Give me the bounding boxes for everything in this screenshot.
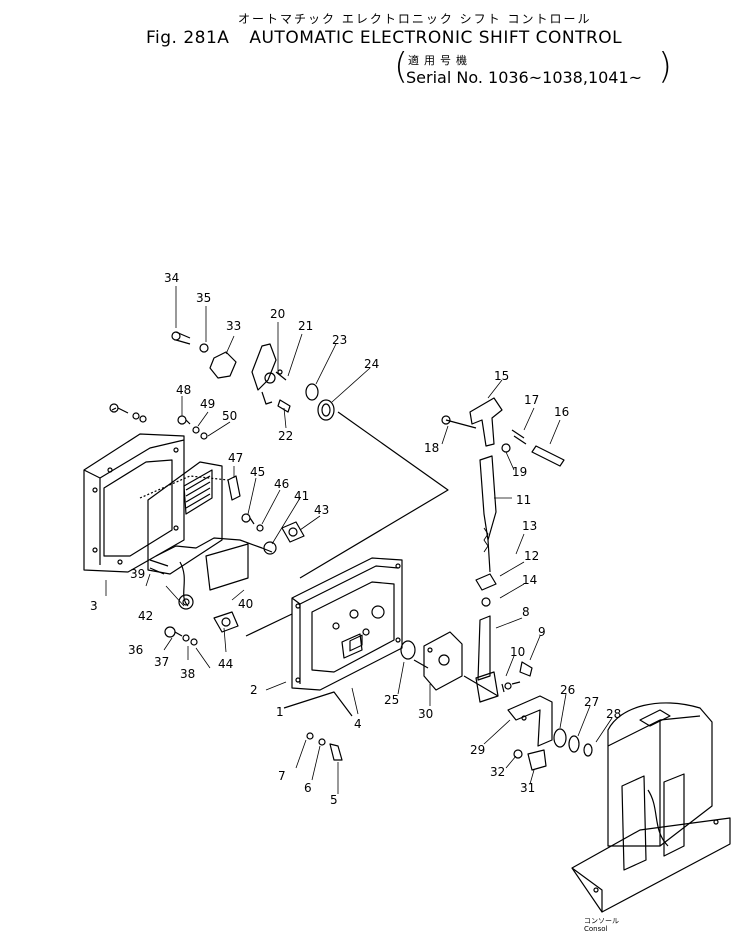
part-rear-housing [83, 403, 185, 573]
serial-japanese: 適用号機 [408, 54, 472, 67]
callout-43: 43 [314, 503, 329, 517]
callout-46: 46 [274, 477, 289, 491]
callout-25: 25 [384, 693, 399, 707]
part-screws-upper [177, 415, 264, 532]
diagram-header: オートマチック エレクトロニック シフト コントロール Fig. 281A AU… [0, 0, 738, 100]
callout-13: 13 [522, 519, 537, 533]
callout-20: 20 [270, 307, 285, 321]
leader-panel [245, 613, 293, 637]
leader-part-4 [283, 691, 353, 717]
callout-22: 22 [278, 429, 293, 443]
callout-33: 33 [226, 319, 241, 333]
part-knob [171, 331, 237, 379]
figure-number: Fig. 281A [146, 28, 230, 48]
callout-18: 18 [424, 441, 439, 455]
callout-14: 14 [522, 573, 537, 587]
callout-26: 26 [560, 683, 575, 697]
callout-24: 24 [364, 357, 379, 371]
callout-35: 35 [196, 291, 211, 305]
part-screws-bottom [306, 732, 343, 761]
callout-5: 5 [330, 793, 338, 807]
part-controller-board [139, 461, 277, 610]
callout-17: 17 [524, 393, 539, 407]
callout-9: 9 [538, 625, 546, 639]
callout-34: 34 [164, 271, 179, 285]
callout-10: 10 [510, 645, 525, 659]
callout-16: 16 [554, 405, 569, 419]
callout-27: 27 [584, 695, 599, 709]
figure-title: Fig. 281A AUTOMATIC ELECTRONIC SHIFT CON… [146, 28, 622, 48]
part-seal [400, 640, 416, 660]
callout-31: 31 [520, 781, 535, 795]
callout-19: 19 [512, 465, 527, 479]
part-mount-bracket [423, 631, 553, 747]
callout-8: 8 [522, 605, 530, 619]
callout-4: 4 [354, 717, 362, 731]
callout-23: 23 [332, 333, 347, 347]
callout-41: 41 [294, 489, 309, 503]
callout-2: 2 [250, 683, 258, 697]
callout-47: 47 [228, 451, 243, 465]
callout-49: 49 [200, 397, 215, 411]
callout-32: 32 [490, 765, 505, 779]
callout-28: 28 [606, 707, 621, 721]
part-washers-right [513, 728, 593, 771]
callout-numbers: 1234567891011121314151617181920212223242… [90, 271, 621, 807]
part-gaskets [213, 521, 305, 633]
part-lever-assembly [251, 343, 335, 421]
callout-21: 21 [298, 319, 313, 333]
part-main-panel [291, 557, 403, 691]
callout-30: 30 [418, 707, 433, 721]
callout-44: 44 [218, 657, 233, 671]
console-label: Consol [584, 925, 608, 933]
callout-1: 1 [276, 705, 284, 719]
callout-36: 36 [128, 643, 143, 657]
callout-6: 6 [304, 781, 312, 795]
paren-left: ( [394, 46, 409, 87]
figure-name: AUTOMATIC ELECTRONIC SHIFT CONTROL [249, 28, 623, 48]
callout-3: 3 [90, 599, 98, 613]
callout-45: 45 [250, 465, 265, 479]
title-japanese: オートマチック エレクトロニック シフト コントロール [238, 12, 592, 26]
callout-12: 12 [524, 549, 539, 563]
paren-right: ) [658, 46, 673, 87]
callout-39: 39 [130, 567, 145, 581]
part-console [571, 702, 731, 913]
callout-50: 50 [222, 409, 237, 423]
serial-range: Serial No. 1036~1038,1041~ [406, 68, 643, 87]
part-screws-lower [164, 626, 198, 646]
callout-7: 7 [278, 769, 286, 783]
callout-48: 48 [176, 383, 191, 397]
callout-11: 11 [516, 493, 531, 507]
callout-29: 29 [470, 743, 485, 757]
callout-40: 40 [238, 597, 253, 611]
leader-bracket [413, 659, 499, 697]
callout-42: 42 [138, 609, 153, 623]
callout-37: 37 [154, 655, 169, 669]
part-shift-lever [441, 397, 565, 703]
console-label-japanese: コンソール [584, 917, 619, 925]
callout-15: 15 [494, 369, 509, 383]
callout-38: 38 [180, 667, 195, 681]
callout-leaders [105, 286, 613, 794]
leader-shaft [299, 411, 449, 579]
